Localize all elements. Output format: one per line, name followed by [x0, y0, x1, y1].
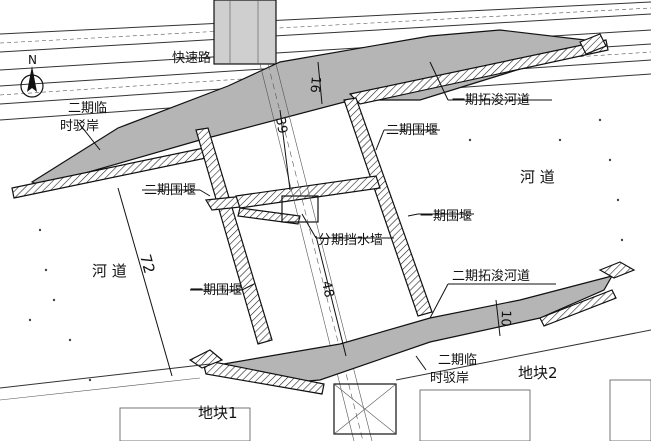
dim-line-16 — [317, 61, 323, 105]
plot2-outline — [419, 389, 531, 441]
dim-line-48 — [315, 235, 347, 357]
cofferdam-phase1-left — [195, 127, 273, 345]
dim-line-39 — [279, 109, 291, 191]
dim-label-10: 10 — [497, 310, 513, 327]
river-right-label: 河 道 — [520, 168, 555, 186]
temp-quay-top-label: 二期临 时驳岸 — [60, 101, 111, 134]
bottom-road-edge — [0, 363, 211, 389]
plot1-outline — [119, 407, 251, 441]
partition-wall-box — [281, 195, 319, 223]
dim-label-72: 72 — [136, 252, 158, 275]
dim-label-39: 39 — [272, 116, 290, 135]
temp-quay-bottom-label: 二期临 时驳岸 — [430, 353, 481, 386]
cofferdam-phase1-right-label: 一期围堰 — [420, 209, 472, 224]
dim-line-72 — [117, 187, 173, 377]
partition-wall-shape — [235, 175, 381, 209]
dredge-top-label: 一期拓浚河道 — [452, 93, 530, 108]
leader-lines — [77, 61, 556, 371]
dim-label-48: 48 — [318, 280, 336, 299]
compass-north-icon: N — [20, 53, 44, 98]
dredge-bottom-label: 二期拓浚河道 — [452, 269, 530, 284]
dim-line-10 — [495, 299, 501, 337]
temp-quay-bottom-line1: 二期临 — [438, 353, 477, 368]
dredge-area-top — [30, 29, 587, 187]
partition-wall-label: 分期挡水墙 — [318, 233, 383, 248]
temp-quay-top-line1: 二期临 — [68, 101, 107, 116]
cofferdam-phase2-right-label: 二期围堰 — [386, 123, 438, 138]
temp-quay-bottom-line2: 时驳岸 — [430, 371, 469, 386]
bridge-centerline — [259, 63, 373, 441]
dim-label-16: 16 — [307, 76, 323, 94]
bridge-pier-bottom — [333, 383, 397, 435]
cofferdam-phase2-left-label: 二期围堰 — [144, 183, 196, 198]
temp-quay-top-line2: 时驳岸 — [60, 119, 99, 134]
cofferdam-phase1-left-label: 一期围堰 — [190, 283, 242, 298]
expressway-label: 快速路 — [172, 50, 211, 66]
bridge-deck-top — [213, 0, 277, 65]
cofferdam-phase1-right — [343, 97, 433, 317]
north-label: N — [28, 53, 37, 67]
river-left-label: 河 道 — [92, 262, 127, 280]
plot2-label: 地块2 — [518, 364, 558, 382]
plot1-label: 地块1 — [198, 404, 238, 422]
survey-points — [28, 118, 624, 382]
